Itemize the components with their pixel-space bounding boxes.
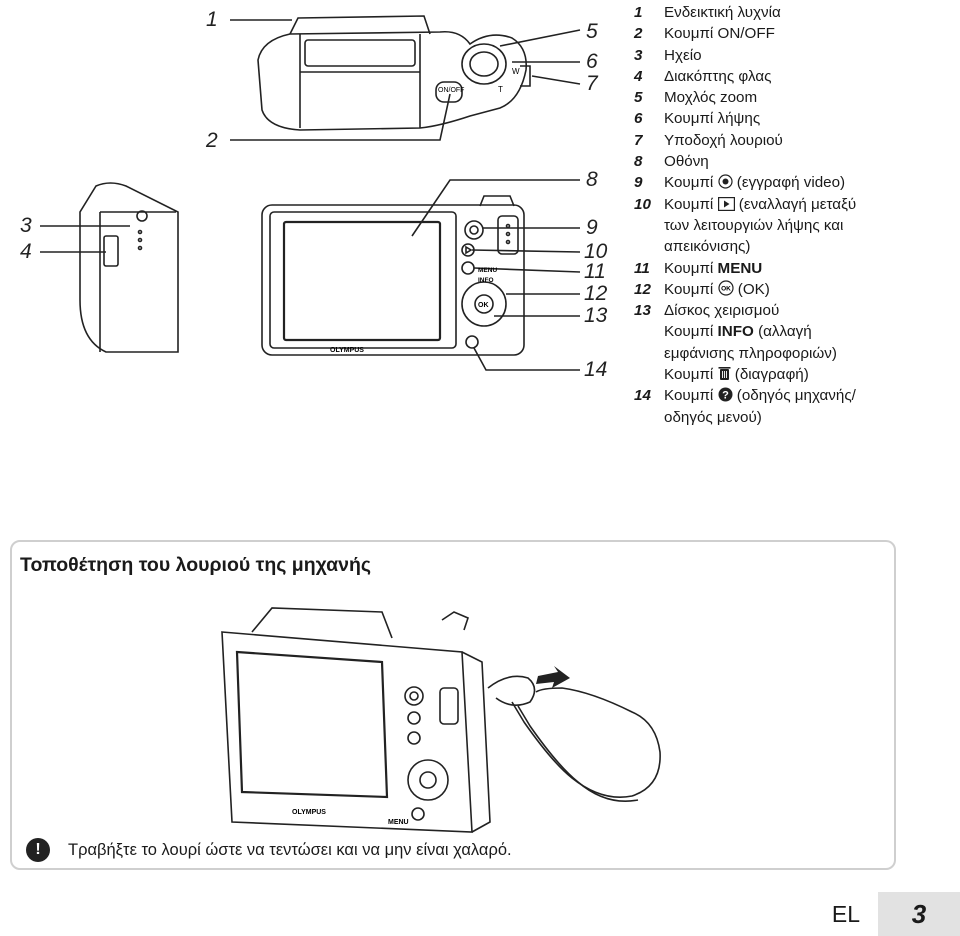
strap-section: Τοποθέτηση του λουριού της μηχανής MENU … [10, 540, 896, 870]
strap-note-text: Τραβήξτε το λουρί ώστε να τεντώσει και ν… [68, 840, 512, 859]
exclamation-icon: ! [26, 838, 50, 862]
callout-7: 7 [586, 72, 598, 95]
svg-text:OK: OK [721, 285, 731, 292]
trash-icon [718, 367, 731, 381]
on-off-label: ON/OFF [438, 87, 464, 94]
page-number: 3 [878, 892, 960, 936]
zoom-w-label: W [512, 67, 520, 76]
callout-8: 8 [586, 168, 598, 191]
callout-14: 14 [584, 358, 608, 381]
strap-menu-label: MENU [388, 819, 409, 826]
part-10-cont-2: απεικόνισης) [664, 238, 751, 256]
callout-9: 9 [586, 216, 598, 239]
callout-11: 11 [584, 260, 606, 283]
part-14-cont: οδηγός μενού) [664, 408, 762, 426]
callout-5: 5 [586, 20, 598, 43]
callout-2: 2 [206, 129, 218, 152]
strap-illustration: MENU OLYMPUS [221, 607, 661, 833]
ok-label: OK [478, 302, 489, 309]
zoom-t-label: T [498, 85, 503, 94]
part-10-cont-1: των λειτουργιών λήψης και [664, 216, 844, 234]
info-label: INFO [478, 277, 494, 284]
brand-label: OLYMPUS [330, 347, 364, 354]
help-icon: ? [718, 387, 733, 402]
strap-brand-label: OLYMPUS [292, 809, 326, 816]
callout-13: 13 [584, 304, 608, 327]
camera-diagram: ON/OFF W T MENU INFO OK OLYMPUS 1 2 3 4 … [0, 0, 620, 480]
callout-4: 4 [20, 240, 32, 263]
callout-10: 10 [584, 240, 608, 263]
camera-illustration: ON/OFF W T MENU INFO OK OLYMPUS [40, 15, 581, 371]
record-icon [717, 174, 733, 189]
play-icon [717, 196, 735, 211]
svg-text:?: ? [722, 390, 729, 402]
strap-section-title: Τοποθέτηση του λουριού της μηχανής [20, 554, 372, 576]
page-footer: EL 3 [832, 892, 960, 936]
ok-icon: OK [717, 280, 734, 296]
part-13-info: Κουμπί INFO (αλλαγή [664, 323, 812, 341]
part-13-delete: Κουμπί (διαγραφή) [664, 366, 809, 384]
callout-3: 3 [20, 214, 32, 237]
part-13-info-cont: εμφάνισης πληροφοριών) [664, 344, 837, 362]
callout-12: 12 [584, 282, 608, 305]
menu-label: MENU [478, 267, 497, 274]
strap-note: ! Τραβήξτε το λουρί ώστε να τεντώσει και… [26, 838, 512, 862]
callout-6: 6 [586, 50, 598, 73]
pull-arrow-icon [536, 666, 570, 688]
language-code: EL [831, 900, 860, 927]
callout-1: 1 [206, 8, 218, 31]
